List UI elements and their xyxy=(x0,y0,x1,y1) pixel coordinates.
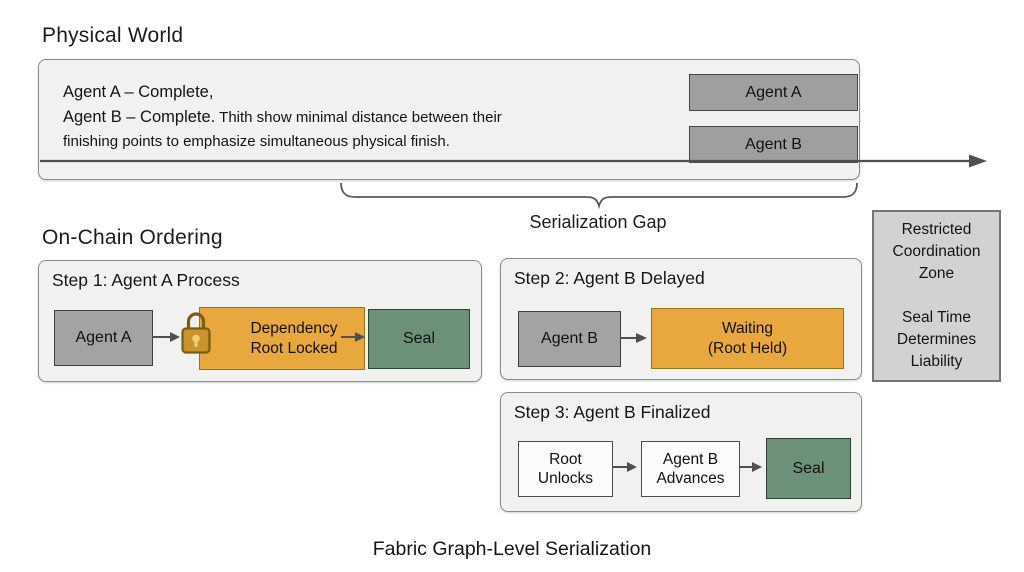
serialization-gap-label: Serialization Gap xyxy=(529,212,667,232)
desc-line3: finishing points to emphasize simultaneo… xyxy=(63,133,450,150)
on-chain-title: On-Chain Ordering xyxy=(42,226,223,249)
agent-b-bar: Agent B xyxy=(689,126,858,163)
physical-world-panel: Agent A – Complete, Agent B – Complete. … xyxy=(38,59,860,180)
agent-a-bar: Agent A xyxy=(689,74,858,111)
step2-waiting-box: Waiting (Root Held) xyxy=(651,308,844,369)
lock-icon xyxy=(181,312,211,354)
step3-agent-b-advances-box: Agent B Advances xyxy=(641,441,740,497)
step1-root-locked-box: Dependency Root Locked xyxy=(199,307,365,370)
desc-line2-rest: Thith show minimal distance between thei… xyxy=(215,109,502,126)
serialization-gap-brace xyxy=(340,182,858,210)
step1-panel: Step 1: Agent A Process Agent A Dependen… xyxy=(38,260,482,382)
step1-seal-box: Seal xyxy=(368,309,470,369)
step3-title: Step 3: Agent B Finalized xyxy=(514,402,711,422)
step1-agent-a-box: Agent A xyxy=(54,310,153,366)
step2-panel: Step 2: Agent B Delayed Agent B Waiting … xyxy=(500,258,862,380)
step3-root-unlocks-box: Root Unlocks xyxy=(518,441,613,497)
step2-title: Step 2: Agent B Delayed xyxy=(514,268,705,288)
step2-agent-b-box: Agent B xyxy=(518,311,621,367)
physical-world-title: Physical World xyxy=(42,24,184,47)
physical-world-description: Agent A – Complete, Agent B – Complete. … xyxy=(63,80,502,154)
step3-panel: Step 3: Agent B Finalized Root Unlocks A… xyxy=(500,392,862,512)
desc-line1: Agent A – Complete, xyxy=(63,83,214,101)
step3-seal-box: Seal xyxy=(766,438,851,499)
restricted-zone-panel: Restricted Coordination Zone Seal Time D… xyxy=(872,210,1001,382)
desc-line2-strong: Agent B – Complete. xyxy=(63,108,216,126)
step1-title: Step 1: Agent A Process xyxy=(52,270,240,290)
footer-title: Fabric Graph-Level Serialization xyxy=(372,538,652,560)
